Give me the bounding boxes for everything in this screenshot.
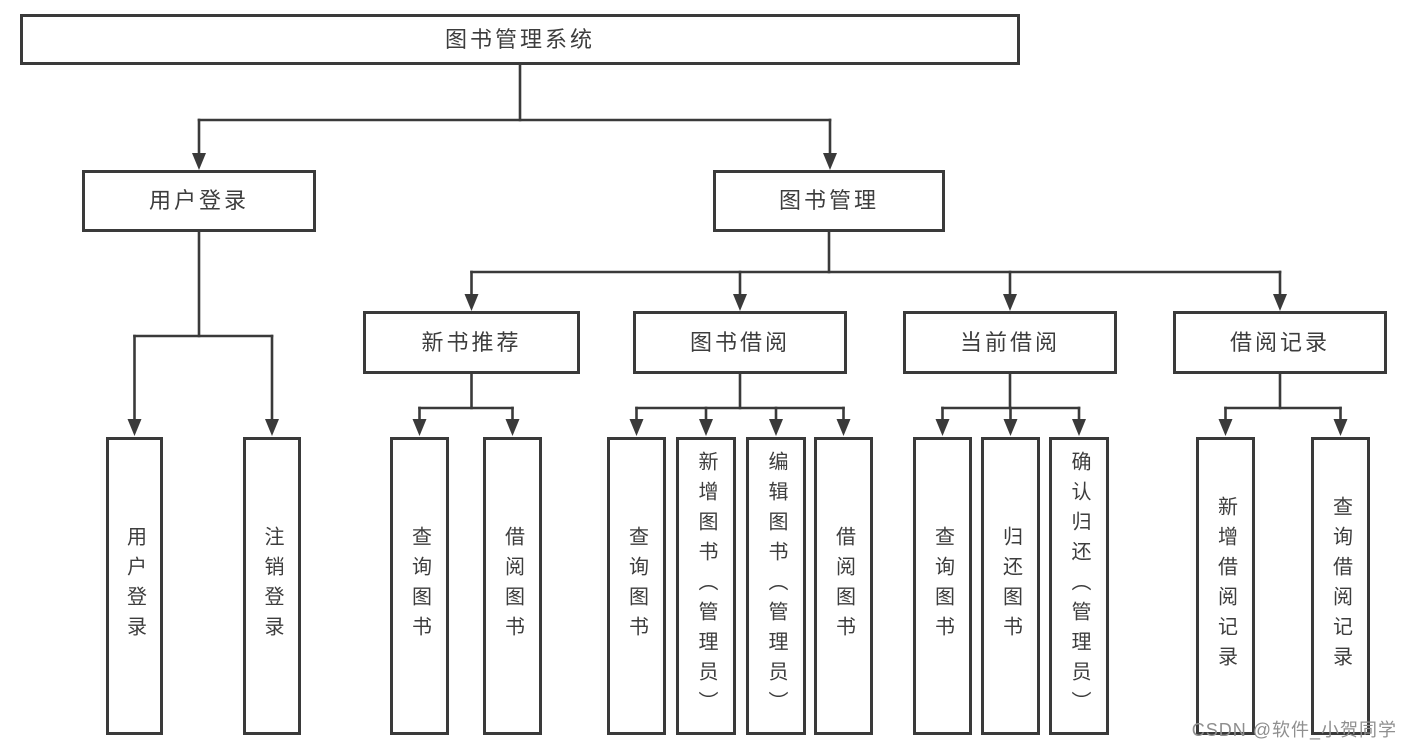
csdn-watermark: CSDN @软件_小贺同学 — [1191, 720, 1397, 740]
leaf-add-borrow-record: 新增借阅记录 — [1196, 437, 1255, 735]
node-borrow-records: 借阅记录 — [1173, 311, 1387, 374]
leaf-label: 借阅图书 — [501, 526, 524, 646]
leaf-label: 查询借阅记录 — [1329, 496, 1352, 676]
connector-book-management-to-level3 — [464, 230, 1287, 311]
leaf-user-login: 用户登录 — [106, 437, 163, 735]
leaf-confirm-return-admin: 确认归还（管理员） — [1049, 437, 1109, 735]
connector-borrow-records-to-leaves — [1218, 372, 1348, 436]
node-book-borrow: 图书借阅 — [633, 311, 847, 374]
leaf-query-books: 查询图书 — [913, 437, 972, 735]
connector-current-borrow-to-leaves — [935, 372, 1086, 436]
leaf-query-books: 查询图书 — [390, 437, 449, 735]
leaf-label: 归还图书 — [999, 526, 1022, 646]
leaf-label: 借阅图书 — [832, 526, 855, 646]
connector-user-login-to-leaves — [127, 230, 279, 436]
connector-new-book-recommend-to-leaves — [412, 372, 520, 436]
leaf-logout: 注销登录 — [243, 437, 301, 735]
leaf-label: 新增借阅记录 — [1214, 496, 1237, 676]
leaf-label: 查询图书 — [625, 526, 648, 646]
node-user-login: 用户登录 — [82, 170, 316, 232]
node-label: 当前借阅 — [959, 329, 1060, 355]
leaf-borrow-books: 借阅图书 — [483, 437, 542, 735]
leaf-label: 新增图书（管理员） — [695, 451, 717, 721]
node-book-management: 图书管理 — [713, 170, 945, 232]
leaf-label: 编辑图书（管理员） — [765, 451, 787, 721]
leaf-edit-book-admin: 编辑图书（管理员） — [746, 437, 806, 735]
node-label: 图书管理系统 — [444, 26, 595, 52]
connector-book-borrow-to-leaves — [629, 372, 851, 436]
node-current-borrow: 当前借阅 — [903, 311, 1117, 374]
leaf-return-books: 归还图书 — [981, 437, 1040, 735]
node-label: 图书借阅 — [689, 329, 790, 355]
leaf-label: 查询图书 — [408, 526, 431, 646]
node-label: 图书管理 — [778, 188, 879, 213]
leaf-label: 确认归还（管理员） — [1068, 451, 1090, 721]
leaf-label: 用户登录 — [123, 526, 146, 646]
leaf-query-books: 查询图书 — [607, 437, 666, 735]
leaf-label: 查询图书 — [931, 526, 954, 646]
leaf-borrow-books: 借阅图书 — [814, 437, 873, 735]
leaf-query-borrow-record: 查询借阅记录 — [1311, 437, 1370, 735]
node-label: 借阅记录 — [1229, 329, 1330, 355]
connector-root-to-level2 — [192, 63, 837, 170]
leaf-add-book-admin: 新增图书（管理员） — [676, 437, 736, 735]
node-new-book-recommend: 新书推荐 — [363, 311, 580, 374]
node-label: 新书推荐 — [421, 329, 522, 355]
leaf-label: 注销登录 — [261, 526, 283, 646]
node-library-management-system: 图书管理系统 — [20, 14, 1020, 65]
node-label: 用户登录 — [148, 188, 249, 213]
